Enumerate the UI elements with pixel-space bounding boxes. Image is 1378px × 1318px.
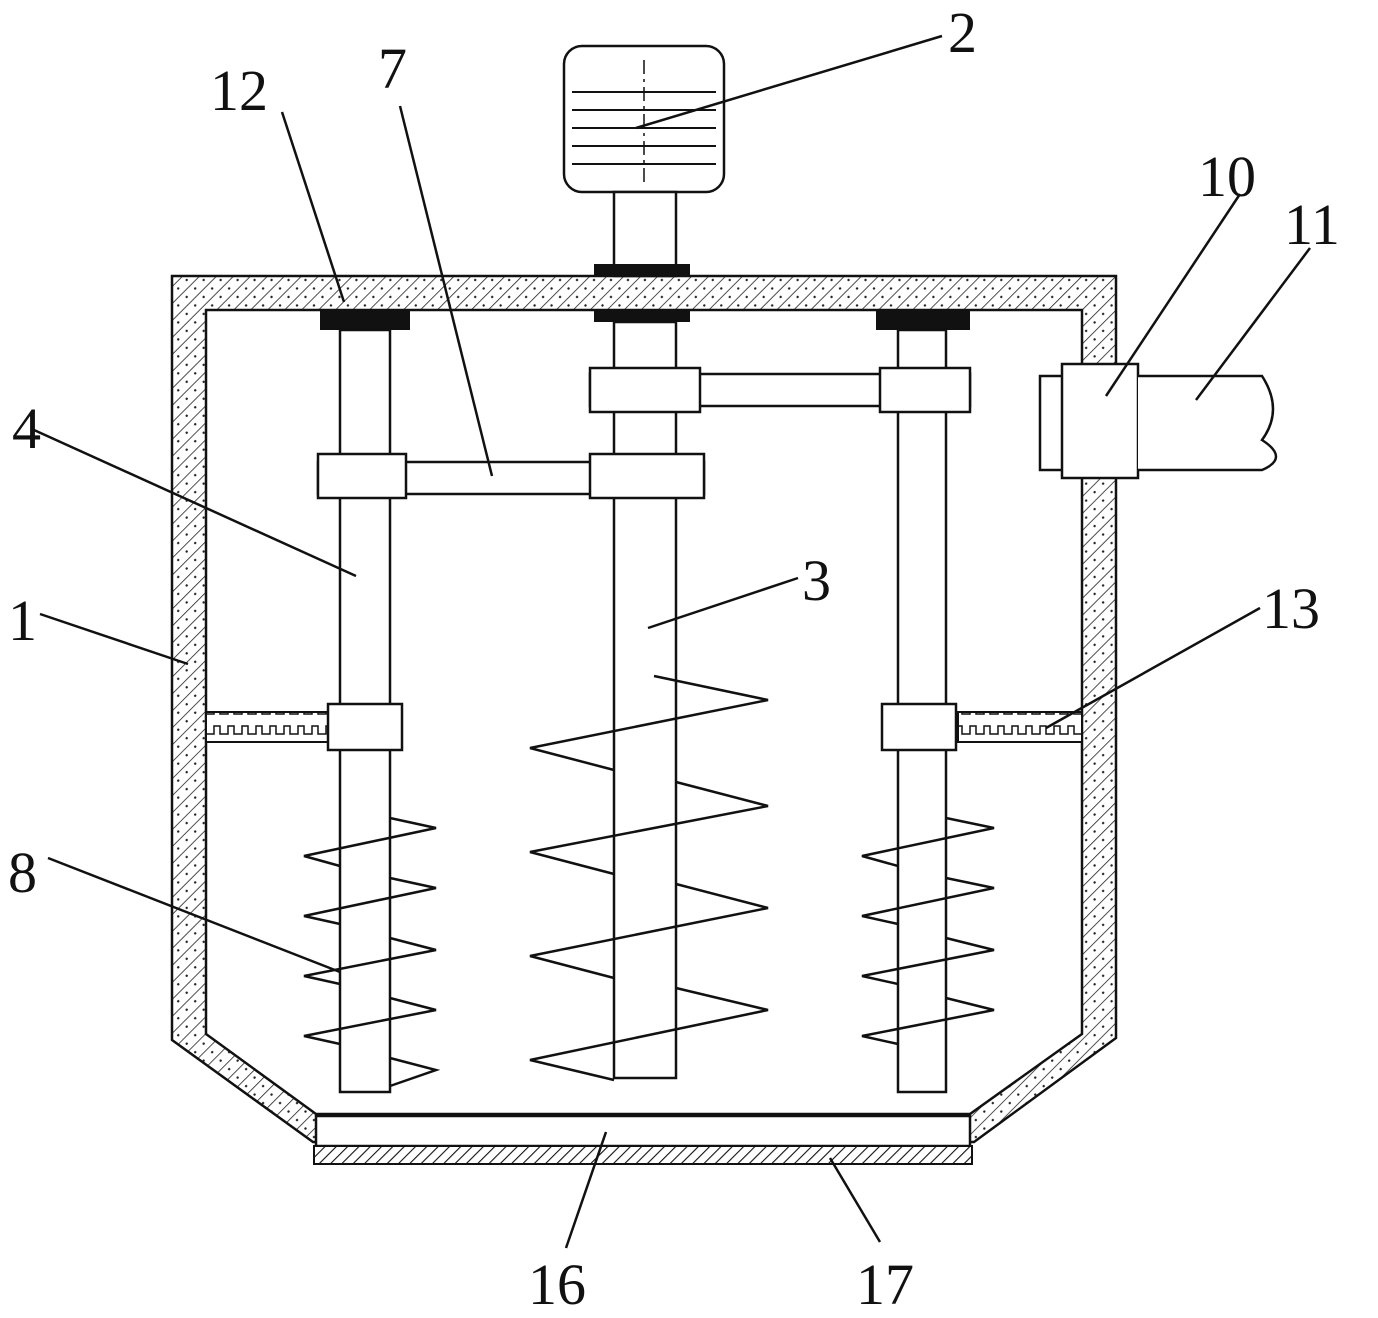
- pulley-left-b: [588, 452, 706, 500]
- motor-shaft: [612, 190, 678, 278]
- label-16: 16: [528, 1252, 586, 1317]
- label-13: 13: [1262, 576, 1320, 641]
- leader-lines: [33, 34, 1311, 1249]
- collar-right: [880, 702, 958, 752]
- right-helical-blade: [861, 816, 995, 1046]
- bearing-right: [876, 310, 970, 330]
- pulley-left-a: [316, 452, 408, 500]
- main-helical-blade: [529, 674, 769, 1082]
- spring-left: [205, 711, 331, 743]
- housing-wall: [170, 274, 1118, 1144]
- label-4: 4: [12, 396, 41, 461]
- label-3: 3: [802, 548, 831, 613]
- label-8: 8: [8, 840, 37, 905]
- collar-left: [326, 702, 404, 752]
- label-2: 2: [948, 0, 977, 65]
- bearing-center: [594, 310, 690, 322]
- label-1: 1: [8, 588, 37, 653]
- pulley-right-b: [878, 366, 972, 414]
- bottom-plate: [314, 1114, 972, 1148]
- bearing-left: [320, 310, 410, 330]
- base-layer: [313, 1145, 973, 1165]
- label-7: 7: [378, 36, 407, 101]
- label-10: 10: [1198, 144, 1256, 209]
- spring-right: [957, 711, 1083, 743]
- label-11: 11: [1284, 192, 1340, 257]
- label-17: 17: [856, 1252, 914, 1317]
- main-shaft: [612, 320, 678, 1080]
- feed-pipe: [1138, 374, 1278, 472]
- pulley-right-a: [588, 366, 702, 414]
- seal-top: [594, 264, 690, 276]
- left-helical-blade: [303, 816, 441, 1088]
- inlet-valve: [1060, 362, 1140, 480]
- label-12: 12: [210, 58, 268, 123]
